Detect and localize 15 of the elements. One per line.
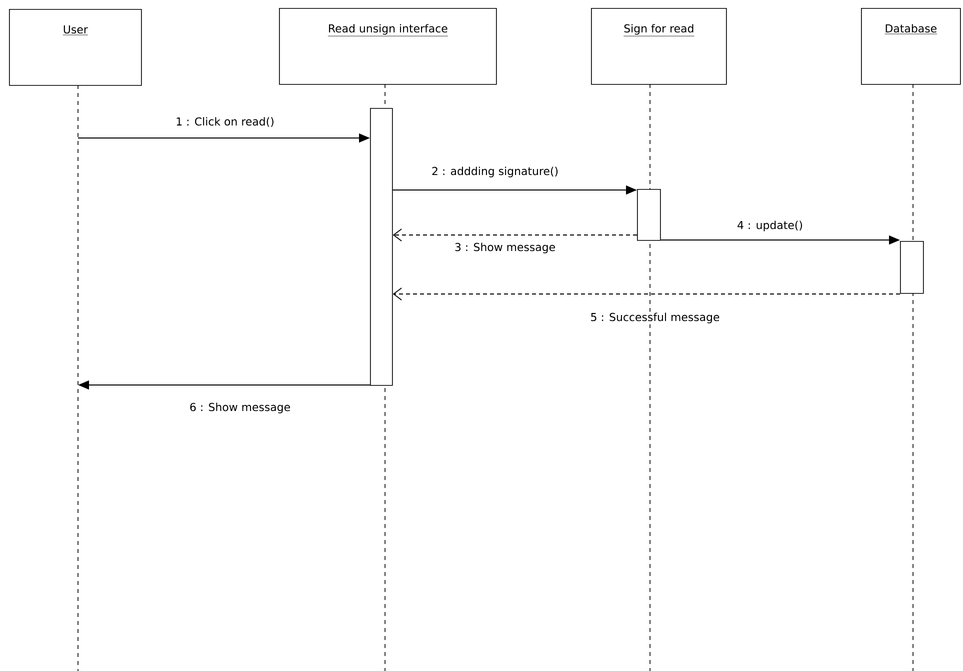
message-label: 1 : Click on read() bbox=[174, 116, 276, 128]
message-label: 4 : update() bbox=[736, 220, 804, 232]
activation-bar bbox=[637, 189, 661, 241]
object-box: User bbox=[9, 9, 142, 86]
message-label: 6 : Show message bbox=[188, 402, 292, 414]
message-arrow bbox=[392, 228, 638, 242]
object-box: Database bbox=[861, 8, 961, 85]
message-label: 2 : addding signature() bbox=[430, 166, 560, 178]
activation-bar bbox=[370, 108, 393, 386]
message-label: 3 : Show message bbox=[453, 242, 557, 254]
message-label: 5 : Successful message bbox=[589, 312, 721, 324]
object-box: Read unsign interface bbox=[279, 8, 497, 85]
object-box: Sign for read bbox=[591, 8, 727, 85]
activation-bar bbox=[900, 241, 924, 294]
message-arrow bbox=[392, 288, 900, 300]
